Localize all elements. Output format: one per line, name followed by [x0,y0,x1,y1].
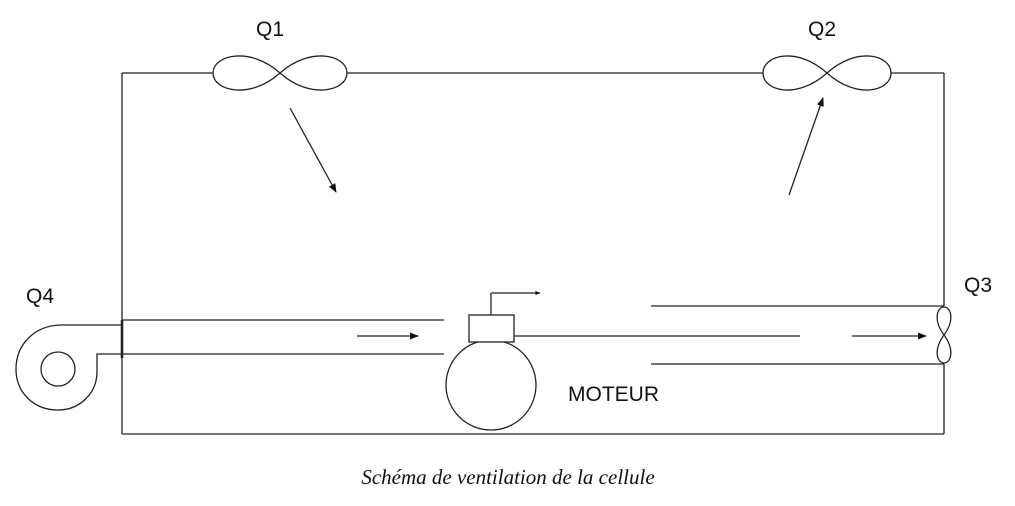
label-q1: Q1 [256,18,284,41]
airflow-arrow-in [289,107,337,193]
fan-q2-icon [762,55,892,91]
fan-q3-icon [936,306,952,364]
label-q4: Q4 [26,285,54,308]
label-q2: Q2 [808,18,836,41]
motor-icon [445,291,800,431]
inlet-duct [122,319,444,355]
airflow-arrow-out [788,97,824,196]
label-q3: Q3 [964,274,992,297]
diagram-caption: Schéma de ventilation de la cellule [361,465,654,489]
cell-enclosure [121,72,945,435]
label-motor: MOTEUR [568,383,659,406]
blower-q4-icon [15,320,124,411]
outlet-duct [651,305,944,365]
fan-q1-icon [212,55,348,91]
